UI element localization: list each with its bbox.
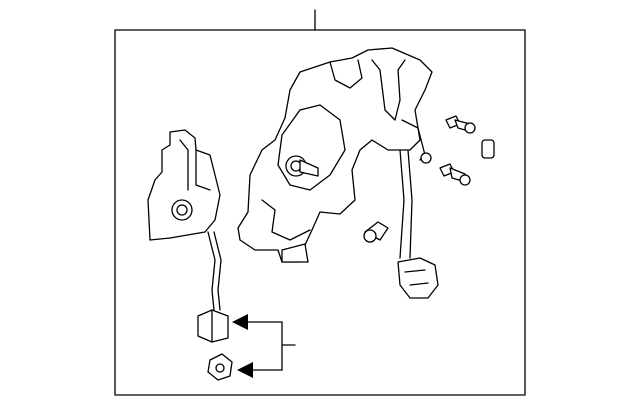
connector-clip xyxy=(207,353,233,381)
door-lock-actuator-assembly xyxy=(237,47,439,299)
bushing xyxy=(363,221,389,243)
connector xyxy=(197,309,229,343)
assembly-frame xyxy=(114,29,526,396)
latch-bracket xyxy=(147,129,221,241)
grommet xyxy=(481,139,495,159)
arrow-icon xyxy=(237,362,253,378)
arrow-icon xyxy=(232,314,248,330)
bolt-upper xyxy=(445,115,476,134)
wiring-harness xyxy=(207,231,222,311)
bolt-lower xyxy=(439,163,471,186)
callout-bracket xyxy=(232,314,296,378)
